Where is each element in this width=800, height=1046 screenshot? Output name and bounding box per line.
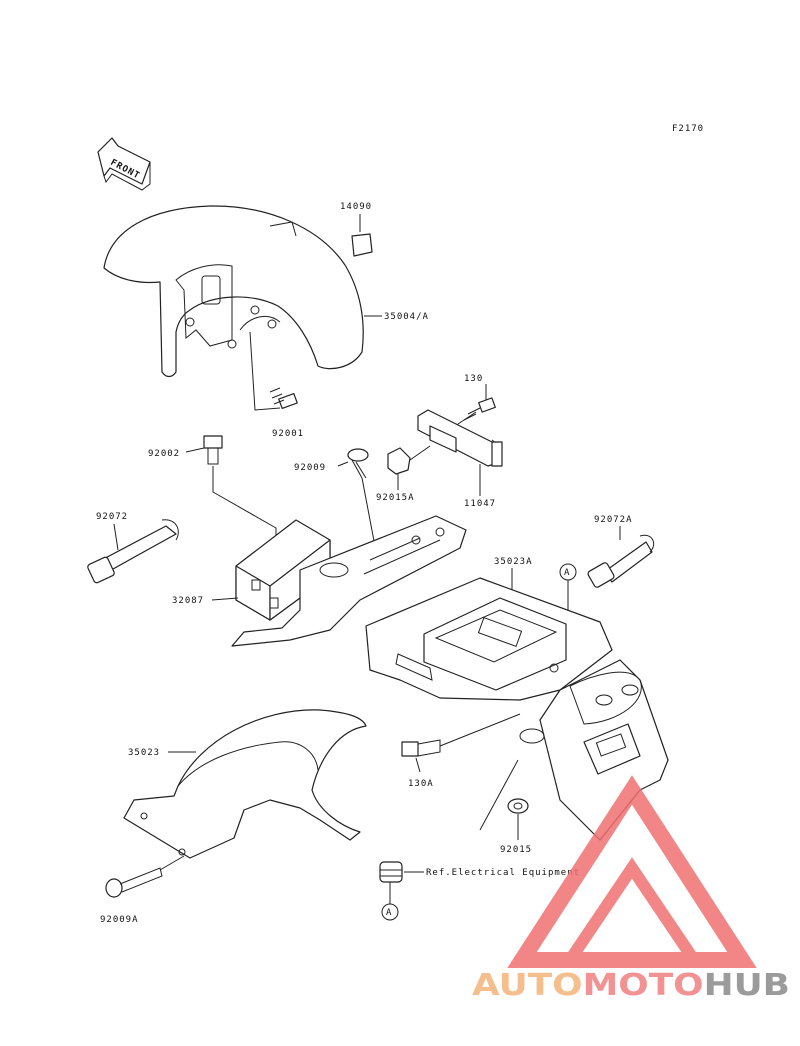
label-35023: 35023 xyxy=(128,748,160,758)
label-14090: 14090 xyxy=(340,202,372,212)
strap-92072a xyxy=(587,534,655,588)
bolt-130a xyxy=(401,739,441,757)
label-92001: 92001 xyxy=(272,429,304,439)
label-92009a: 92009A xyxy=(100,915,139,925)
figure-code: F2170 xyxy=(672,124,704,134)
ref-circle-a-bottom xyxy=(381,903,399,921)
watermark-auto: AUTO xyxy=(472,968,583,1003)
front-arrow: FRONT xyxy=(97,137,151,191)
label-92015a: 92015A xyxy=(376,493,415,503)
screw-92009 xyxy=(347,448,369,479)
grommet-ref xyxy=(379,861,403,883)
emblem-14090 xyxy=(351,233,373,257)
strap-92072 xyxy=(87,519,179,584)
watermark-hub: HUB xyxy=(704,968,790,1003)
label-35023a: 35023A xyxy=(494,557,533,567)
label-130: 130 xyxy=(464,374,483,384)
label-11047: 11047 xyxy=(464,499,496,509)
label-a-bottom: A xyxy=(386,908,392,918)
screw-92009a xyxy=(105,867,163,898)
label-a-top: A xyxy=(564,568,570,578)
front-fender xyxy=(103,205,364,378)
grommet-92015 xyxy=(507,798,529,814)
clip-92015a xyxy=(387,447,411,475)
label-92072a: 92072A xyxy=(594,515,633,525)
label-92009: 92009 xyxy=(294,463,326,473)
label-130a: 130A xyxy=(408,779,434,789)
watermark-triangle-inner xyxy=(558,857,706,966)
label-ref-electrical: Ref.Electrical Equipment xyxy=(426,868,580,878)
label-35004a: 35004/A xyxy=(384,312,429,322)
label-92072: 92072 xyxy=(96,512,128,522)
label-32087: 32087 xyxy=(172,596,204,606)
label-92002: 92002 xyxy=(148,449,180,459)
label-92015: 92015 xyxy=(500,845,532,855)
rear-fender-35023a xyxy=(365,577,669,841)
watermark-moto: MOTO xyxy=(583,968,704,1003)
rear-flap-35023 xyxy=(123,709,367,859)
bolt-92002 xyxy=(203,435,223,465)
bolt-92001 xyxy=(269,387,298,410)
battery-case-32087 xyxy=(231,515,467,647)
bracket-11047 xyxy=(417,409,503,467)
